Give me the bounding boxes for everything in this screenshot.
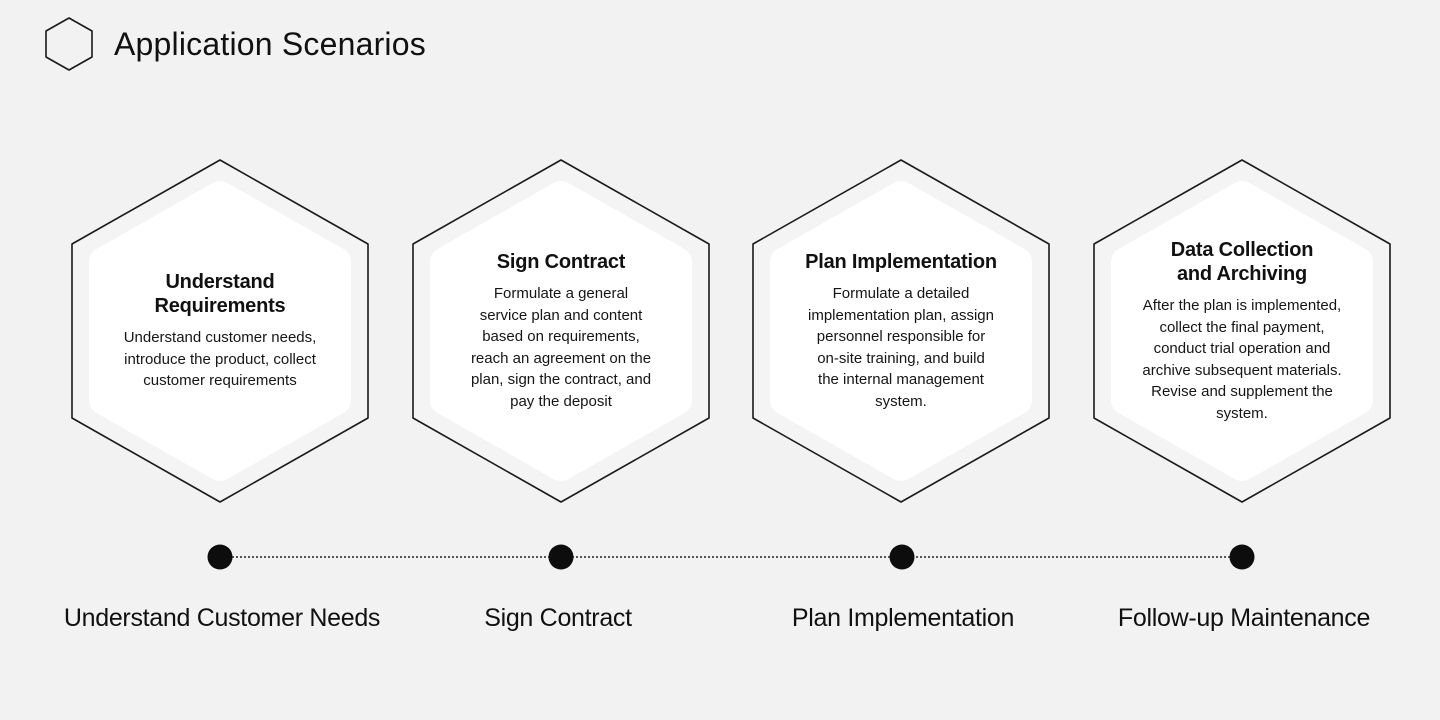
card-title: Plan Implementation bbox=[805, 251, 997, 273]
hexagon-frame bbox=[1093, 159, 1391, 503]
timeline-node-1 bbox=[207, 544, 233, 570]
card-content: Plan Implementation Formulate a detailed… bbox=[786, 198, 1016, 464]
hexagon-frame bbox=[752, 159, 1050, 503]
card-description: After the plan is implemented, collect t… bbox=[1142, 297, 1342, 422]
timeline-node-4 bbox=[1229, 544, 1255, 570]
card-description: Formulate a detailed implementation plan… bbox=[808, 285, 994, 410]
hexagon-frame bbox=[71, 159, 369, 503]
hexagon-frame bbox=[412, 159, 710, 503]
scenario-card-plan-implementation: Plan Implementation Formulate a detailed… bbox=[750, 158, 1052, 504]
scenario-card-sign-contract: Sign Contract Formulate a general servic… bbox=[410, 158, 712, 504]
timeline-step-label: Follow-up Maintenance bbox=[1117, 604, 1371, 632]
process-timeline bbox=[0, 540, 1440, 574]
timeline-node-3 bbox=[889, 544, 915, 570]
header: Application Scenarios bbox=[44, 16, 426, 72]
card-title: Data Collection and Archiving bbox=[1170, 239, 1314, 285]
timeline-step-label: Plan Implementation bbox=[791, 604, 1015, 632]
timeline-graphic bbox=[207, 544, 1255, 570]
hexagon-outline-icon bbox=[45, 17, 93, 71]
card-title: Understand Requirements bbox=[154, 271, 286, 318]
scenario-card-understand-requirements: Understand Requirements Understand custo… bbox=[69, 158, 371, 504]
timeline-node-2 bbox=[548, 544, 574, 570]
card-description: Formulate a general service plan and con… bbox=[470, 285, 652, 410]
card-content: Understand Requirements Understand custo… bbox=[105, 198, 335, 464]
timeline-step-label: Sign Contract bbox=[484, 604, 632, 632]
page-title: Application Scenarios bbox=[114, 25, 426, 62]
scenario-card-data-collection: Data Collection and Archiving After the … bbox=[1091, 158, 1393, 504]
card-content: Data Collection and Archiving After the … bbox=[1127, 198, 1357, 464]
timeline-step-label: Understand Customer Needs bbox=[63, 604, 381, 632]
card-title: Sign Contract bbox=[496, 251, 626, 273]
card-content: Sign Contract Formulate a general servic… bbox=[446, 198, 676, 464]
card-description: Understand customer needs, introduce the… bbox=[123, 329, 317, 390]
